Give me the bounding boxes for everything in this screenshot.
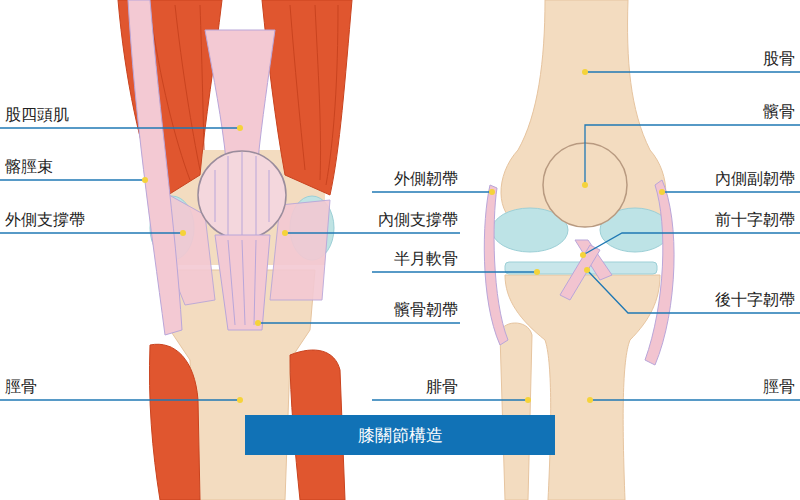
part-label: 髕骨	[763, 103, 795, 121]
patella-lines	[215, 152, 269, 238]
pcl	[560, 245, 600, 300]
quadriceps-tendon	[205, 30, 275, 160]
part-label: 後十字韌帶	[715, 291, 795, 309]
leader-dots	[142, 69, 665, 403]
part-label: 脛骨	[763, 378, 795, 396]
part-label: 內側副韌帶	[715, 170, 795, 188]
part-label: 髂脛束	[5, 158, 53, 176]
calf-muscle	[149, 344, 200, 500]
part-label: 股四頭肌	[5, 106, 69, 124]
caption-text: 膝關節構造	[358, 425, 443, 445]
part-label: 內側支撐帶	[378, 211, 458, 229]
femur-shape	[501, 0, 666, 228]
fibula-bone	[500, 323, 532, 500]
part-label: 外側韌帶	[394, 170, 458, 188]
part-label: 脛骨	[5, 378, 37, 396]
part-label: 外側支撐帶	[5, 211, 85, 229]
part-label: 髕骨韌帶	[394, 301, 458, 319]
leader-lines	[0, 72, 800, 400]
caption-band: 膝關節構造	[245, 415, 555, 455]
lateral-ligament	[484, 185, 508, 345]
part-label: 股骨	[763, 50, 795, 68]
patella-front	[198, 151, 286, 239]
part-label: 半月軟骨	[394, 250, 458, 268]
patellar-ligament	[215, 235, 270, 330]
ligament-lines	[228, 240, 256, 325]
part-label: 前十字韌帶	[715, 211, 795, 229]
part-label: 腓骨	[426, 378, 458, 396]
iliotibial-band	[128, 0, 182, 335]
medial-ligament	[645, 180, 674, 365]
